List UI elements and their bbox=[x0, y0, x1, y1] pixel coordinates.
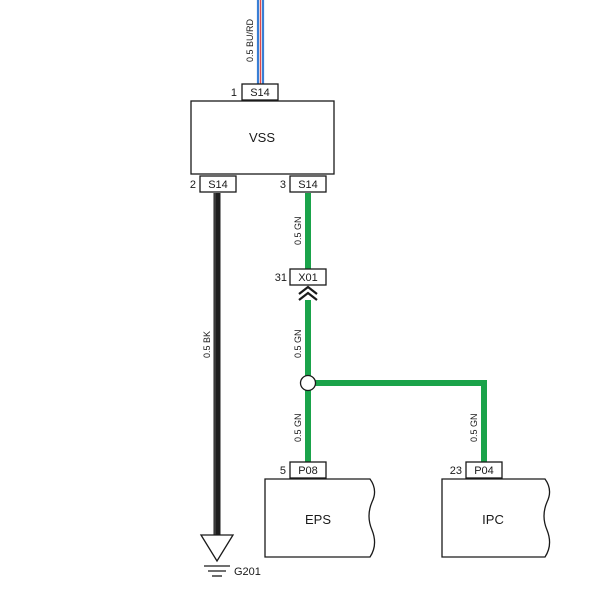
vss-connector-label-pin3: S14 bbox=[298, 179, 318, 191]
vss-pin1-number: 1 bbox=[231, 87, 237, 99]
vss-connector-s14-pin1 bbox=[241, 83, 279, 101]
wire-label-bk: 0.5 BK bbox=[202, 331, 212, 358]
wire-gn-ipc bbox=[314, 380, 487, 462]
vss-pin2-number: 2 bbox=[190, 179, 196, 191]
wire-label-gn-ipc: 0.5 GN bbox=[469, 413, 479, 442]
eps-module-name: EPS bbox=[305, 512, 331, 527]
inline-connector-chevron-icon bbox=[298, 285, 318, 301]
eps-pin-number: 5 bbox=[280, 465, 286, 477]
ipc-connector-p04 bbox=[465, 461, 503, 479]
eps-module bbox=[264, 478, 376, 558]
eps-connector-label: P08 bbox=[298, 465, 318, 477]
eps-connector-p08 bbox=[289, 461, 327, 479]
vss-module bbox=[190, 100, 335, 175]
inline-connector-number: 31 bbox=[275, 272, 287, 284]
vss-module-name: VSS bbox=[249, 130, 275, 145]
wire-bu-rd bbox=[256, 0, 265, 84]
wire-label-bu-rd: 0.5 BU/RD bbox=[245, 18, 255, 62]
vss-connector-label-pin2: S14 bbox=[208, 179, 228, 191]
inline-connector-x01 bbox=[289, 268, 327, 286]
ipc-module-name: IPC bbox=[482, 512, 504, 527]
wire-label-gn-middle: 0.5 GN bbox=[293, 329, 303, 358]
splice-node bbox=[299, 374, 317, 392]
ipc-pin-number: 23 bbox=[450, 465, 462, 477]
inline-connector-label: X01 bbox=[298, 272, 318, 284]
ground-symbol-icon bbox=[199, 534, 235, 577]
ipc-connector-label: P04 bbox=[474, 465, 494, 477]
ground-label: G201 bbox=[234, 566, 261, 578]
vss-connector-s14-pin2 bbox=[199, 175, 237, 193]
ipc-module bbox=[441, 478, 551, 558]
vss-pin3-number: 3 bbox=[280, 179, 286, 191]
vss-connector-label-pin1: S14 bbox=[250, 87, 270, 99]
wire-label-gn-upper: 0.5 GN bbox=[293, 216, 303, 245]
vss-connector-s14-pin3 bbox=[289, 175, 327, 193]
wire-label-gn-eps: 0.5 GN bbox=[293, 413, 303, 442]
